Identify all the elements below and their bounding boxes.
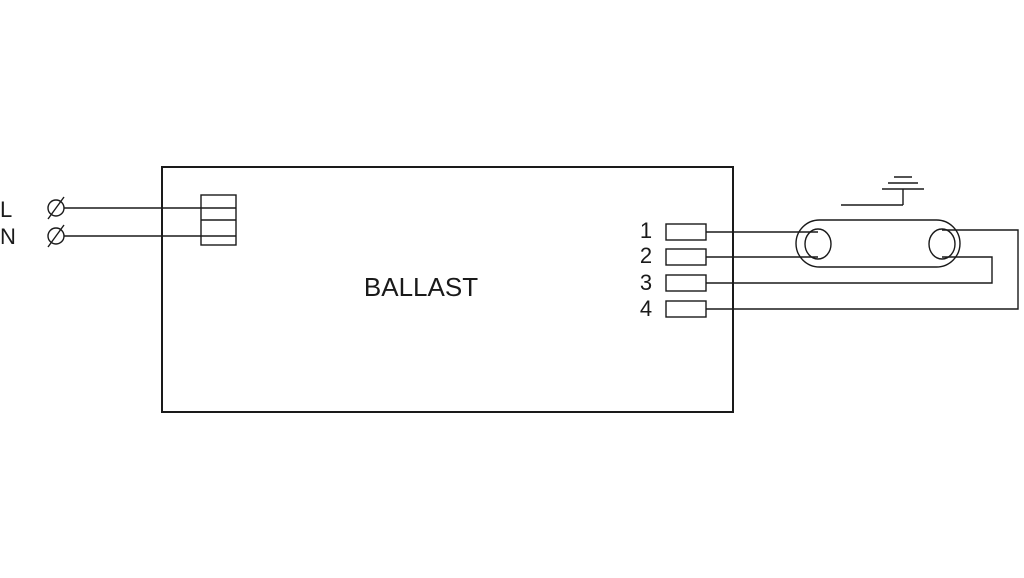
line-label: L (0, 197, 12, 222)
output-wiring (706, 229, 1019, 310)
terminal-3-label: 3 (640, 270, 652, 295)
terminal-1-box (665, 223, 707, 241)
earth-ground-icon (841, 176, 924, 206)
neutral-terminal-screw-icon (47, 224, 65, 248)
neutral-label: N (0, 224, 16, 249)
input-connector-block (200, 194, 237, 246)
terminal-4-label: 4 (640, 296, 652, 321)
terminal-4-box (665, 300, 707, 318)
ballast-label: BALLAST (364, 272, 478, 302)
fluorescent-lamp-icon (795, 219, 961, 268)
ballast-box (161, 166, 734, 413)
terminal-2-label: 2 (640, 243, 652, 268)
terminal-2-box (665, 248, 707, 266)
terminal-1-label: 1 (640, 218, 652, 243)
terminal-3-box (665, 274, 707, 292)
line-terminal-screw-icon (47, 196, 65, 220)
